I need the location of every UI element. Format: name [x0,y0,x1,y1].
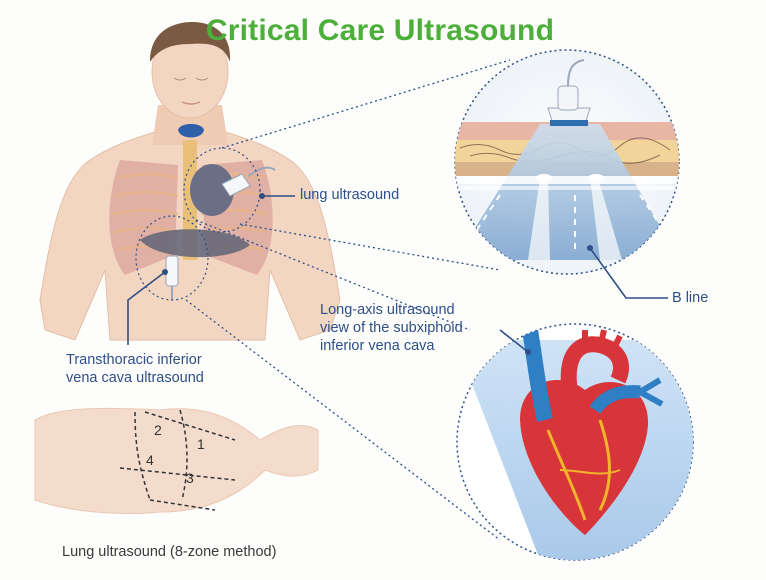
ivc-long-axis-label-2: view of the subxiphoid [320,320,463,336]
transthoracic-label-2: vena cava ultrasound [66,370,204,386]
zone-label-4: 4 [146,452,154,468]
abdomen-focus-circle [135,215,209,301]
eight-zone-caption: Lung ultrasound (8-zone method) [62,544,277,560]
chest-focus-circle [183,147,261,233]
supine-body-figure [34,407,319,514]
ivc-ultrasound-inset [456,323,694,561]
connector-lines [185,59,511,541]
human-figure [39,22,341,341]
lung-ultrasound-label: lung ultrasound [300,187,400,203]
heart [520,380,649,535]
zone-label-2: 2 [154,422,162,438]
lung-ultrasound-inset [454,49,680,275]
ivc-long-axis-label-3: inferior vena cava [320,338,435,354]
ivc-long-axis-label-1: Long-axis ultrasound [320,302,455,318]
page-title: Critical Care Ultrasound [205,14,555,47]
transthoracic-label-1: Transthoracic inferior [66,352,202,368]
zone-label-3: 3 [186,470,194,486]
b-line-label: B line [672,290,709,306]
label-pointers [127,195,668,353]
zone-label-1: 1 [197,436,205,452]
